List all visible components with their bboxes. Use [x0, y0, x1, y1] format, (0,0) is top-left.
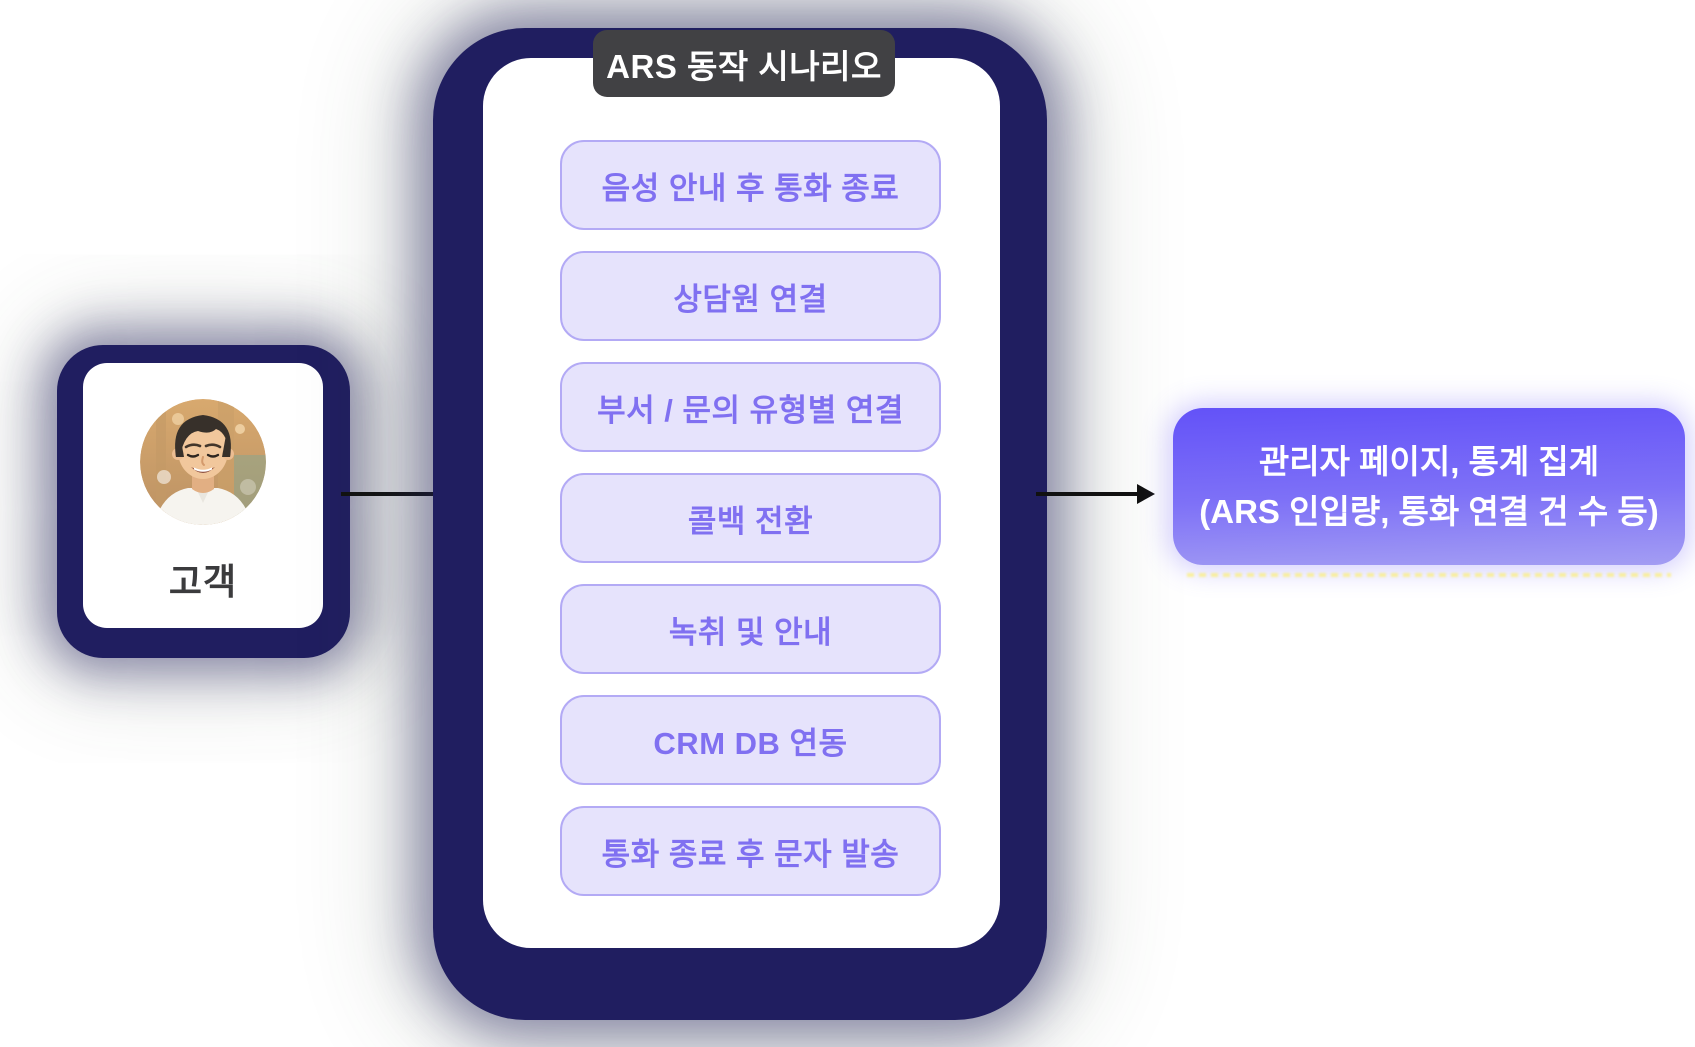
customer-card: 고객: [83, 363, 323, 628]
menu-button-voice-guide-end[interactable]: 음성 안내 후 통화 종료: [560, 140, 941, 230]
customer-photo: [140, 399, 266, 525]
scenario-title-badge: ARS 동작 시나리오: [593, 30, 895, 97]
man-portrait-image: [140, 399, 266, 525]
stats-result-box: 관리자 페이지, 통계 집계 (ARS 인입량, 통화 연결 건 수 등): [1173, 408, 1685, 565]
menu-button-callback[interactable]: 콜백 전환: [560, 473, 941, 563]
flow-arrow-phone-to-stats: [1036, 482, 1155, 511]
customer-frame: 고객: [57, 345, 350, 658]
phone-screen: 음성 안내 후 통화 종료 상담원 연결 부서 / 문의 유형별 연결 콜백 전…: [483, 58, 1000, 948]
menu-button-sms-after-call[interactable]: 통화 종료 후 문자 발송: [560, 806, 941, 896]
menu-button-crm-db[interactable]: CRM DB 연동: [560, 695, 941, 785]
result-line-2: (ARS 인입량, 통화 연결 건 수 등): [1199, 492, 1659, 530]
phone-frame: 음성 안내 후 통화 종료 상담원 연결 부서 / 문의 유형별 연결 콜백 전…: [433, 28, 1047, 1020]
menu-button-recording-guide[interactable]: 녹취 및 안내: [560, 584, 941, 674]
result-line-1: 관리자 페이지, 통계 집계: [1258, 443, 1600, 480]
menu-button-agent-connect[interactable]: 상담원 연결: [560, 251, 941, 341]
ars-menu-list: 음성 안내 후 통화 종료 상담원 연결 부서 / 문의 유형별 연결 콜백 전…: [560, 140, 941, 896]
customer-label: 고객: [168, 561, 238, 602]
arrow-right-icon: [1036, 484, 1155, 504]
menu-button-department-routing[interactable]: 부서 / 문의 유형별 연결: [560, 362, 941, 452]
